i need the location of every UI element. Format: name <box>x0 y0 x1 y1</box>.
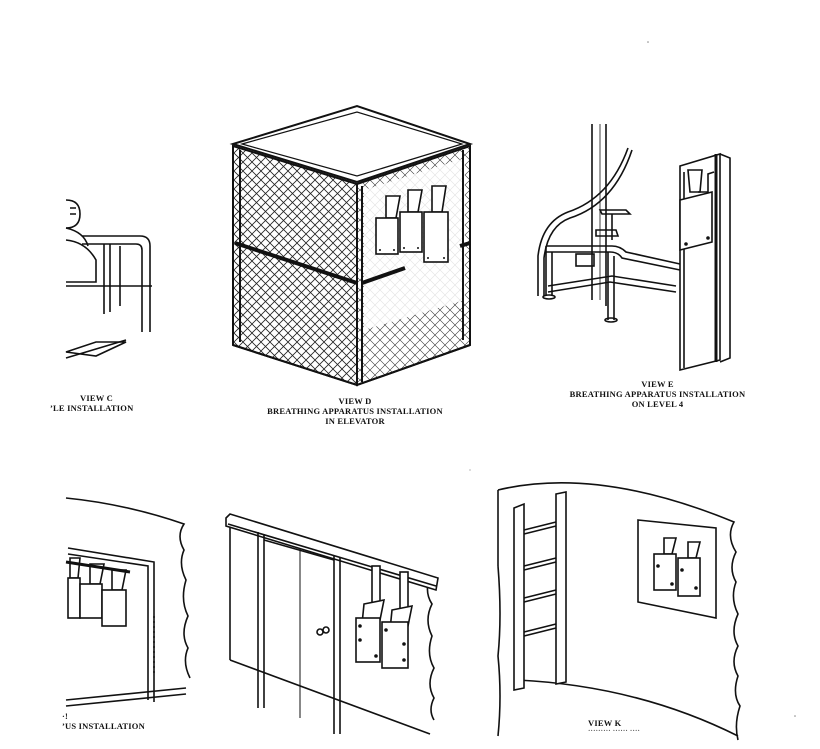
view-f-caption: ·! ’US INSTALLATION <box>62 711 145 731</box>
view-c-caption: VIEW C ’LE INSTALLATION <box>50 393 133 413</box>
view-f-illustration <box>65 497 191 707</box>
view-e-caption: VIEW E BREATHING APPARATUS INSTALLATION … <box>545 379 770 409</box>
view-e-title: VIEW E <box>641 379 674 389</box>
view-f-title: ·! <box>62 711 69 721</box>
view-e-illustration <box>537 124 731 372</box>
view-d-subtitle-2: IN ELEVATOR <box>325 416 385 426</box>
view-k-title: VIEW K <box>588 718 622 728</box>
view-k-subtitle: ········· ······ ···· <box>588 727 641 735</box>
view-doorway-illustration <box>225 513 439 735</box>
view-k-illustration <box>497 482 741 741</box>
view-d-caption: VIEW D BREATHING APPARATUS INSTALLATION … <box>240 396 470 426</box>
view-e-subtitle: BREATHING APPARATUS INSTALLATION <box>569 389 746 399</box>
view-d-elevator-cage <box>229 104 474 387</box>
view-d-title: VIEW D <box>338 396 372 406</box>
view-c-title: VIEW C <box>80 393 113 403</box>
scan-specks <box>469 41 796 717</box>
view-d-subtitle: BREATHING APPARATUS INSTALLATION <box>267 406 443 416</box>
view-c-illustration <box>65 199 152 359</box>
view-c-subtitle: ’LE INSTALLATION <box>50 403 134 413</box>
view-f-subtitle: ’US INSTALLATION <box>62 721 145 731</box>
view-k-caption: VIEW K ········· ······ ···· <box>588 718 640 735</box>
view-e-subtitle-2: ON LEVEL 4 <box>631 399 684 409</box>
